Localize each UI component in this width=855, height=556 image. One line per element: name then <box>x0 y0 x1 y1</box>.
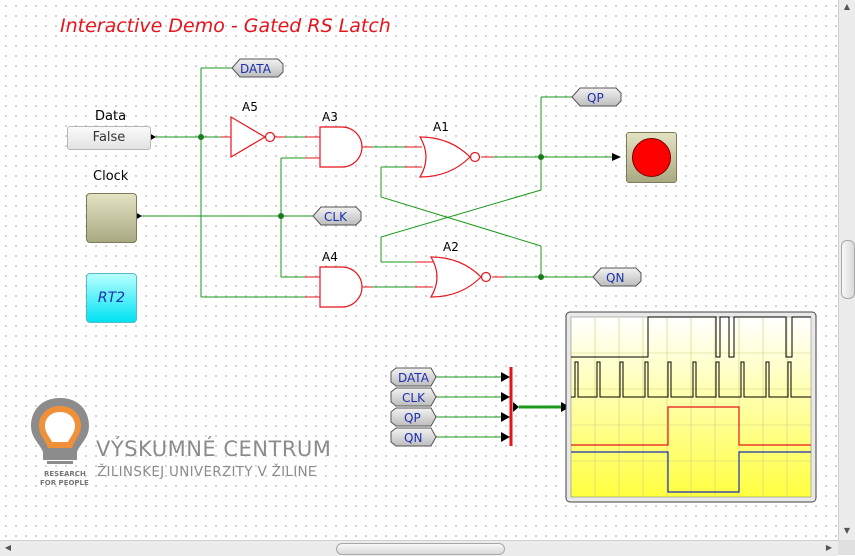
gate-label-a1: A1 <box>433 120 449 134</box>
net-tag-qp-text: QP <box>587 91 604 105</box>
scroll-left-icon[interactable]: ◀ <box>4 543 12 552</box>
net-tag-clk[interactable]: CLK <box>312 206 362 226</box>
logo-tagline-1: RESEARCH <box>44 470 86 478</box>
scope-trace-data <box>571 316 811 358</box>
output-lamp <box>626 132 677 183</box>
vertical-scroll-thumb[interactable] <box>841 240 855 299</box>
clock-button[interactable] <box>86 193 137 243</box>
scope-tag-qp-text: QP <box>404 411 421 425</box>
gate-a1[interactable] <box>418 136 481 178</box>
scope-tag-data-text: DATA <box>398 371 430 385</box>
mux-out-arrow <box>513 402 519 412</box>
connector-arrows <box>135 133 621 220</box>
scroll-right-icon[interactable]: ▶ <box>825 543 833 552</box>
oscilloscope[interactable] <box>565 311 817 503</box>
horizontal-scroll-thumb[interactable] <box>336 543 505 555</box>
lamp-indicator <box>632 138 671 177</box>
data-toggle-input[interactable]: False <box>67 126 151 150</box>
scope-tag-clk-text: CLK <box>402 391 426 405</box>
scope-tag-qn[interactable]: QN <box>390 427 437 447</box>
gate-label-a2: A2 <box>443 240 459 254</box>
scroll-up-icon[interactable]: ▲ <box>843 2 851 11</box>
horizontal-scrollbar[interactable]: ◀ ▶ <box>0 540 838 556</box>
gate-stubs <box>221 136 504 298</box>
net-tag-clk-text: CLK <box>324 210 348 224</box>
scope-tag-qp[interactable]: QP <box>390 407 437 427</box>
schematic-canvas[interactable]: DATA CLK QP QN DATA CLK QP QN <box>0 0 838 540</box>
gate-a3[interactable] <box>319 126 363 168</box>
logo-subtitle: ŽILINSKEJ UNIVERZITY V ŽILINE <box>97 464 317 480</box>
scrollbar-corner <box>838 540 855 555</box>
wires <box>141 67 620 438</box>
rt2-button[interactable]: RT2 <box>86 273 137 323</box>
scope-tag-data[interactable]: DATA <box>390 367 437 387</box>
logo-title: VÝSKUMNÉ CENTRUM <box>96 437 332 461</box>
net-tag-data-text: DATA <box>240 62 272 76</box>
gate-label-a5: A5 <box>242 100 258 114</box>
scope-tag-clk[interactable]: CLK <box>390 387 437 407</box>
scope-tag-qn-text: QN <box>404 431 422 445</box>
logo-tagline-2: FOR PEOPLE <box>40 479 89 487</box>
data-control-label: Data <box>95 109 127 124</box>
scroll-down-icon[interactable]: ▼ <box>843 526 851 535</box>
gate-a2[interactable] <box>429 256 492 298</box>
gate-label-a3: A3 <box>322 110 338 124</box>
clock-control-label: Clock <box>93 169 129 184</box>
page-title: Interactive Demo - Gated RS Latch <box>60 15 391 37</box>
research-logo-icon <box>31 398 89 464</box>
wire-junctions <box>198 134 544 280</box>
net-tag-qp[interactable]: QP <box>571 87 622 107</box>
scope-trace-qp <box>571 406 811 446</box>
net-tag-qn[interactable]: QN <box>592 267 642 287</box>
scope-input-arrows <box>501 372 510 442</box>
net-tag-data[interactable]: DATA <box>231 58 284 78</box>
scope-trace-qn <box>571 451 811 493</box>
scope-trace-clk <box>571 361 811 398</box>
gate-a5[interactable] <box>230 115 276 159</box>
vertical-scrollbar[interactable]: ▲ ▼ <box>838 0 855 540</box>
gate-a4[interactable] <box>319 266 363 308</box>
gate-label-a4: A4 <box>322 250 338 264</box>
net-tag-qn-text: QN <box>606 271 624 285</box>
